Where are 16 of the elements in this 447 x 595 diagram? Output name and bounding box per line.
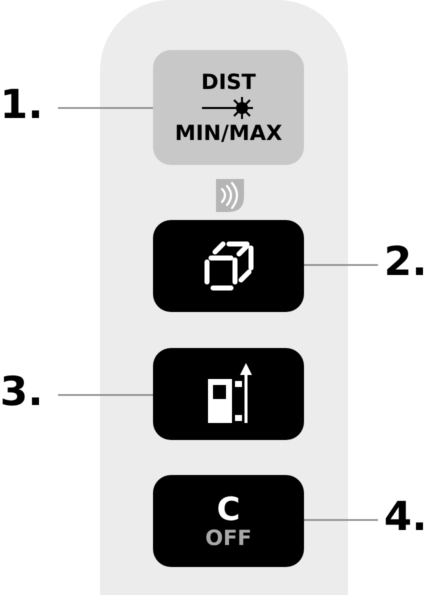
callout-number: 4. (384, 495, 446, 545)
leader-line (304, 519, 378, 521)
key-label: DIST (201, 71, 256, 94)
key-button (153, 348, 304, 440)
key-label: MIN/MAX (174, 122, 282, 144)
key-button (153, 220, 304, 312)
key-label: C (216, 493, 240, 527)
callout-number: 3. (0, 370, 58, 420)
callout-number: 2. (384, 240, 446, 290)
key-button (153, 475, 304, 567)
leader-line (58, 394, 153, 396)
key-label: OFF (205, 526, 252, 549)
callout-number: 1. (0, 83, 58, 133)
key-button (153, 50, 304, 165)
leader-line (304, 264, 378, 266)
leader-line (58, 107, 153, 109)
